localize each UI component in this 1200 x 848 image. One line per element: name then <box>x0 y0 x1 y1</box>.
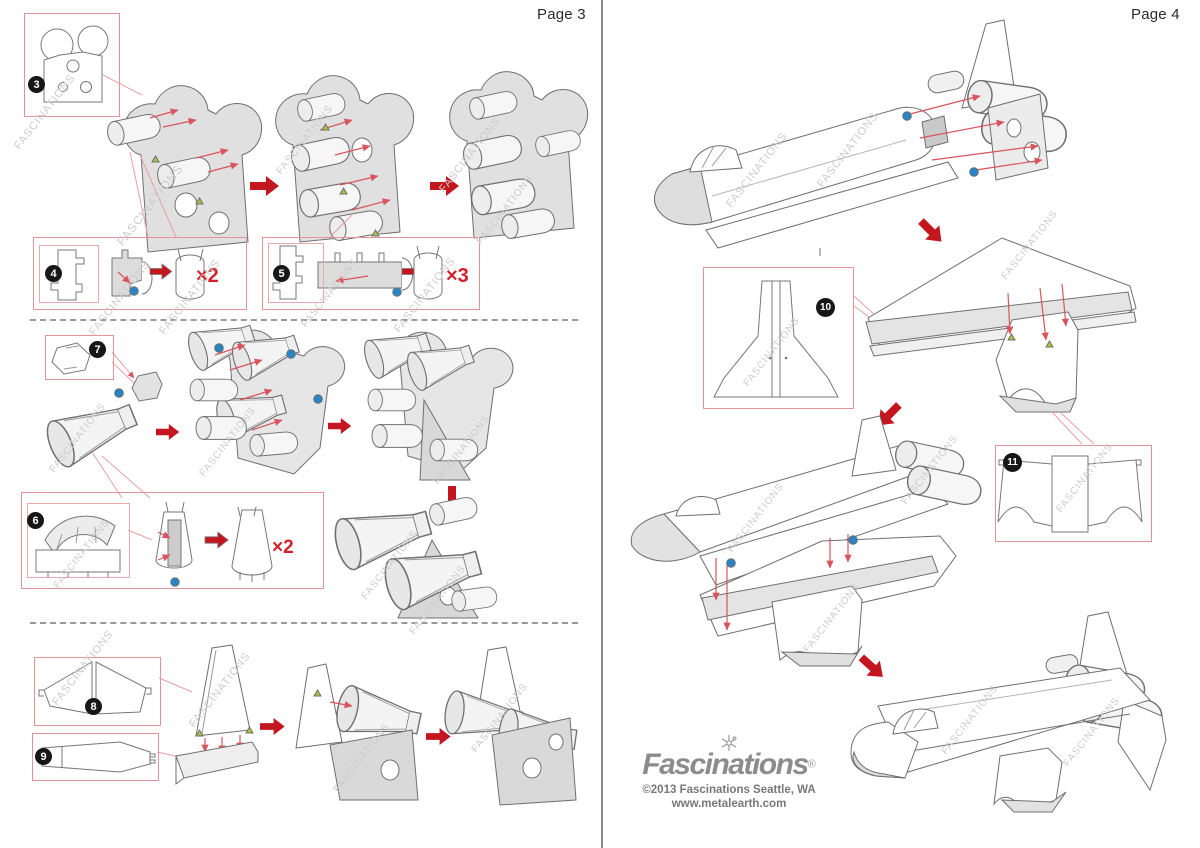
step-3-badge: 3 <box>28 76 45 93</box>
section-divider <box>30 622 578 624</box>
step-6-multiplier: ×2 <box>272 537 294 558</box>
step-6-part-box <box>27 503 130 578</box>
p3-step6-detail <box>35 501 273 587</box>
p3-step5-detail <box>272 245 443 300</box>
p3-step9-part-diagram <box>41 741 181 773</box>
blue-attach-dot-icon <box>114 388 124 398</box>
step-9-badge: 9 <box>35 748 52 765</box>
step-10-badge: 10 <box>816 298 835 317</box>
p3-engine-stage1 <box>41 371 163 499</box>
step-8-box <box>34 657 161 726</box>
red-block-arrow-icon <box>854 650 890 685</box>
step-8-badge: 8 <box>85 698 102 715</box>
brand-copyright: ©2013 Fascinations Seattle, WA <box>642 784 816 796</box>
p3-assembly-stage1 <box>105 85 263 253</box>
p3-assembly-stage3 <box>449 71 589 241</box>
p3-tail-assembly-stage3 <box>441 646 580 806</box>
red-block-arrow-icon <box>430 176 459 196</box>
p4-wing-assembly <box>865 237 1137 445</box>
step-10-box <box>703 267 854 409</box>
step-5-part-box <box>268 243 324 303</box>
blue-attach-dot-icon <box>848 535 858 545</box>
sparkle-star-icon <box>721 735 737 751</box>
p3-tail-assembly-stage2 <box>295 663 425 801</box>
p4-step11-part-diagram <box>997 455 1143 533</box>
step-4-badge: 4 <box>45 265 62 282</box>
step-11-badge: 11 <box>1003 453 1022 472</box>
brand-logo: Fascinations® <box>638 750 820 780</box>
step-3-box <box>24 13 120 117</box>
step-6-box <box>21 492 324 589</box>
blue-attach-dot-icon <box>726 558 736 568</box>
blue-attach-dot-icon <box>902 111 912 121</box>
step-11-box <box>995 445 1152 542</box>
step-5-multiplier: ×3 <box>446 265 469 287</box>
page-4-title: Page 4 <box>1131 6 1180 23</box>
red-block-arrow-icon <box>156 424 180 440</box>
brand-logo-text: Fascinations <box>642 748 809 781</box>
p3-step4-detail <box>50 248 205 301</box>
red-block-arrow-icon <box>913 214 949 249</box>
step-9-box <box>32 733 159 781</box>
p4-shuttle-onto-stand <box>630 415 985 667</box>
step-5-box <box>262 237 480 310</box>
page-divider <box>601 0 603 848</box>
step-4-multiplier: ×2 <box>196 265 219 287</box>
page-3-title: Page 3 <box>537 6 586 23</box>
section-divider <box>30 319 578 321</box>
p4-final-shuttle <box>850 611 1167 813</box>
p4-fuselage-to-tail <box>654 19 1070 256</box>
step-4-part-box <box>39 245 99 303</box>
p3-engine-final <box>329 495 499 619</box>
p3-engine-stage2 <box>184 314 346 475</box>
blue-attach-dot-icon <box>969 167 979 177</box>
red-block-arrow-icon <box>250 176 279 196</box>
step-6-badge: 6 <box>27 512 44 529</box>
step-7-box <box>45 335 114 380</box>
p3-tail-assembly-stage1 <box>175 644 259 785</box>
registered-mark: ® <box>807 758 816 771</box>
red-block-arrow-icon <box>260 718 285 735</box>
step-7-badge: 7 <box>89 341 106 358</box>
red-block-arrow-icon <box>328 418 352 434</box>
step-4-box <box>33 237 247 310</box>
brand-block: Fascinations® ©2013 Fascinations Seattle… <box>638 734 820 812</box>
p3-engine-stage3 <box>360 322 514 481</box>
p3-step3-part-diagram <box>40 25 143 103</box>
brand-website: www.metalearth.com <box>671 798 787 811</box>
step-5-badge: 5 <box>273 265 290 282</box>
p3-assembly-stage2 <box>275 75 415 243</box>
